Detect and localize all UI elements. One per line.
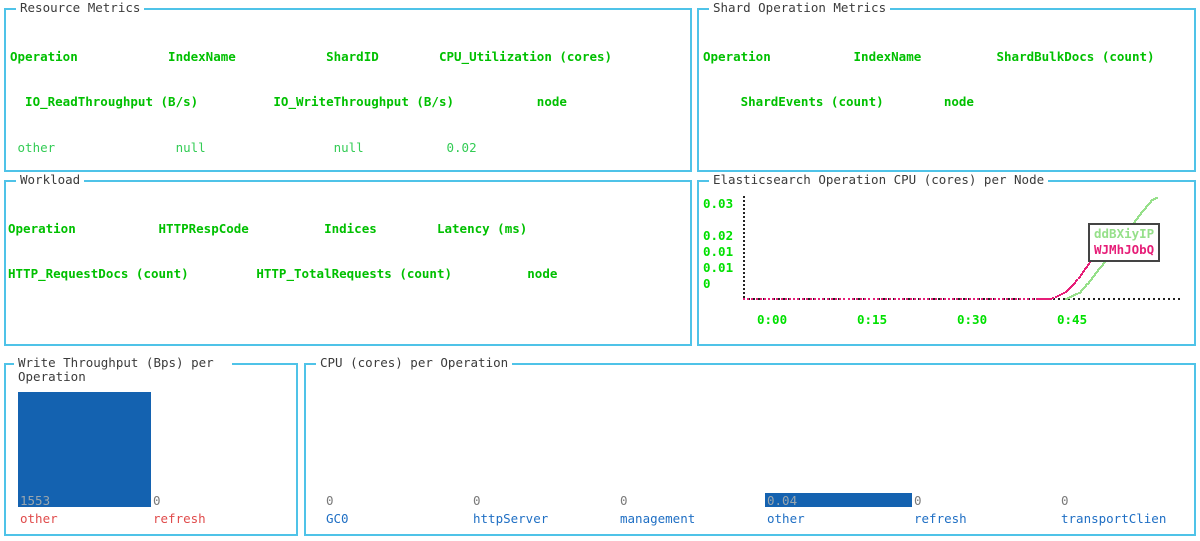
x-axis-tick-label: 0:15 (857, 312, 888, 327)
bar-value-label: 0 (914, 493, 922, 508)
y-axis-tick-label: 0.02 (703, 228, 734, 243)
y-axis-tick-label: 0.01 (703, 244, 734, 259)
legend-item: WJMhJObQ (1094, 242, 1155, 257)
y-axis-tick-label: 0.03 (703, 196, 734, 211)
panel-title-resource-metrics: Resource Metrics (16, 1, 145, 15)
bar-value-label: 0 (473, 493, 481, 508)
bar-value-label: 0 (153, 493, 161, 508)
panel-shard-operation-metrics[interactable]: Shard Operation Metrics Operation IndexN… (697, 1, 1196, 172)
legend-item: ddBXiyIP (1094, 226, 1155, 241)
write-throughput-bar-chart[interactable]: 1553 other 0 refresh (6, 365, 296, 534)
bar[interactable] (18, 392, 151, 507)
panel-title-write-throughput: Write Throughput (Bps) per Operation (14, 356, 232, 384)
y-axis-tick-label: 0.01 (703, 260, 734, 275)
panel-workload[interactable]: Workload Operation HTTPRespCode Indices … (4, 173, 692, 346)
bar-value-label: 0 (326, 493, 334, 508)
table-header-line-2: HTTP_RequestDocs (count) HTTP_TotalReque… (8, 266, 558, 282)
bar-category-label[interactable]: other (20, 511, 58, 526)
panel-write-throughput[interactable]: Write Throughput (Bps) per Operation 155… (4, 356, 298, 536)
panel-title-cpu-per-operation: CPU (cores) per Operation (316, 356, 513, 370)
bar-category-label[interactable]: refresh (914, 511, 967, 526)
panel-title-workload: Workload (16, 173, 85, 187)
workload-table: Operation HTTPRespCode Indices Latency (… (8, 190, 686, 312)
bar-category-label[interactable]: management (620, 511, 696, 526)
bar-category-label[interactable]: transportClien (1061, 511, 1167, 526)
bar-category-label[interactable]: refresh (153, 511, 206, 526)
bar-value-label: 0.04 (767, 493, 798, 508)
panel-title-shard-operation-metrics: Shard Operation Metrics (709, 1, 891, 15)
panel-title-es-operation-cpu-per-node: Elasticsearch Operation CPU (cores) per … (709, 173, 1049, 187)
bar-value-label: 1553 (20, 493, 51, 508)
x-axis-tick-label: 0:00 (757, 312, 788, 327)
shard-operation-metrics-table: Operation IndexName ShardBulkDocs (count… (703, 18, 1190, 140)
table-header-line-1: Operation IndexName ShardID CPU_Utilizat… (10, 48, 613, 64)
bar-value-label: 0 (620, 493, 628, 508)
bar-category-label[interactable]: GC0 (326, 511, 349, 526)
x-axis-line (743, 298, 1182, 300)
x-axis-tick-label: 0:30 (957, 312, 988, 327)
bar-category-label[interactable]: other (767, 511, 805, 526)
bar[interactable] (765, 493, 912, 507)
x-axis-tick-label: 0:45 (1057, 312, 1088, 327)
table-header-line-1: Operation IndexName ShardBulkDocs (count… (703, 48, 1155, 64)
y-axis-line (743, 196, 745, 298)
bar-value-label: 0 (1061, 493, 1069, 508)
panel-resource-metrics[interactable]: Resource Metrics Operation IndexName Sha… (4, 1, 692, 431)
table-header-line-1: Operation HTTPRespCode Indices Latency (… (8, 220, 528, 236)
y-axis-tick-label: 0 (703, 276, 711, 291)
table-header-line-2: IO_ReadThroughput (B/s) IO_WriteThroughp… (10, 94, 567, 110)
panel-es-operation-cpu-per-node[interactable]: Elasticsearch Operation CPU (cores) per … (697, 173, 1196, 346)
table-row[interactable]: other null null 0.02 (10, 140, 477, 156)
bar-category-label[interactable]: httpServer (473, 511, 549, 526)
table-header-line-2: ShardEvents (count) node (703, 94, 974, 110)
